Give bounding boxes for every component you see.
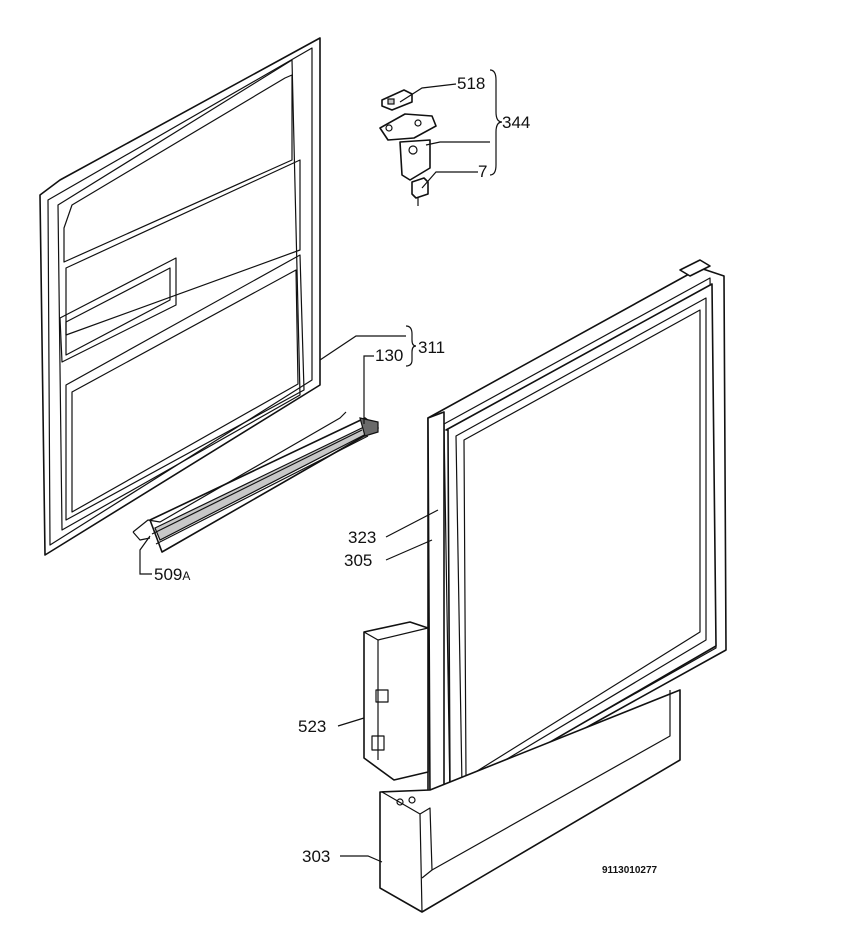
leader-lines bbox=[139, 69, 503, 863]
callout-518: 518 bbox=[457, 74, 485, 93]
door-bracket-509a bbox=[132, 411, 347, 541]
outer-door-frame bbox=[427, 259, 727, 807]
callout-7: 7 bbox=[478, 162, 487, 181]
callout-labels: 518 344 7 311 130 323 305 509A 523 303 9… bbox=[154, 74, 658, 876]
callout-303: 303 bbox=[302, 847, 330, 866]
hinge-bracket bbox=[379, 113, 437, 181]
callout-509: 509A bbox=[154, 565, 190, 584]
reference-code: 9113010277 bbox=[602, 865, 658, 876]
inner-door-panel bbox=[39, 37, 321, 556]
callout-323: 323 bbox=[348, 528, 376, 547]
control-box-523 bbox=[363, 621, 429, 781]
callout-305: 305 bbox=[344, 551, 372, 570]
callout-311: 311 bbox=[418, 338, 445, 357]
kick-plate-303 bbox=[379, 689, 681, 913]
hinge-pin-7 bbox=[411, 177, 429, 206]
callout-509-suffix: A bbox=[182, 569, 190, 583]
callout-523: 523 bbox=[298, 717, 326, 736]
callout-130: 130 bbox=[375, 346, 403, 365]
door-handle-strip bbox=[149, 417, 379, 553]
callout-344: 344 bbox=[502, 113, 530, 132]
callout-509-number: 509 bbox=[154, 565, 182, 584]
hinge-clip-518 bbox=[381, 89, 413, 111]
